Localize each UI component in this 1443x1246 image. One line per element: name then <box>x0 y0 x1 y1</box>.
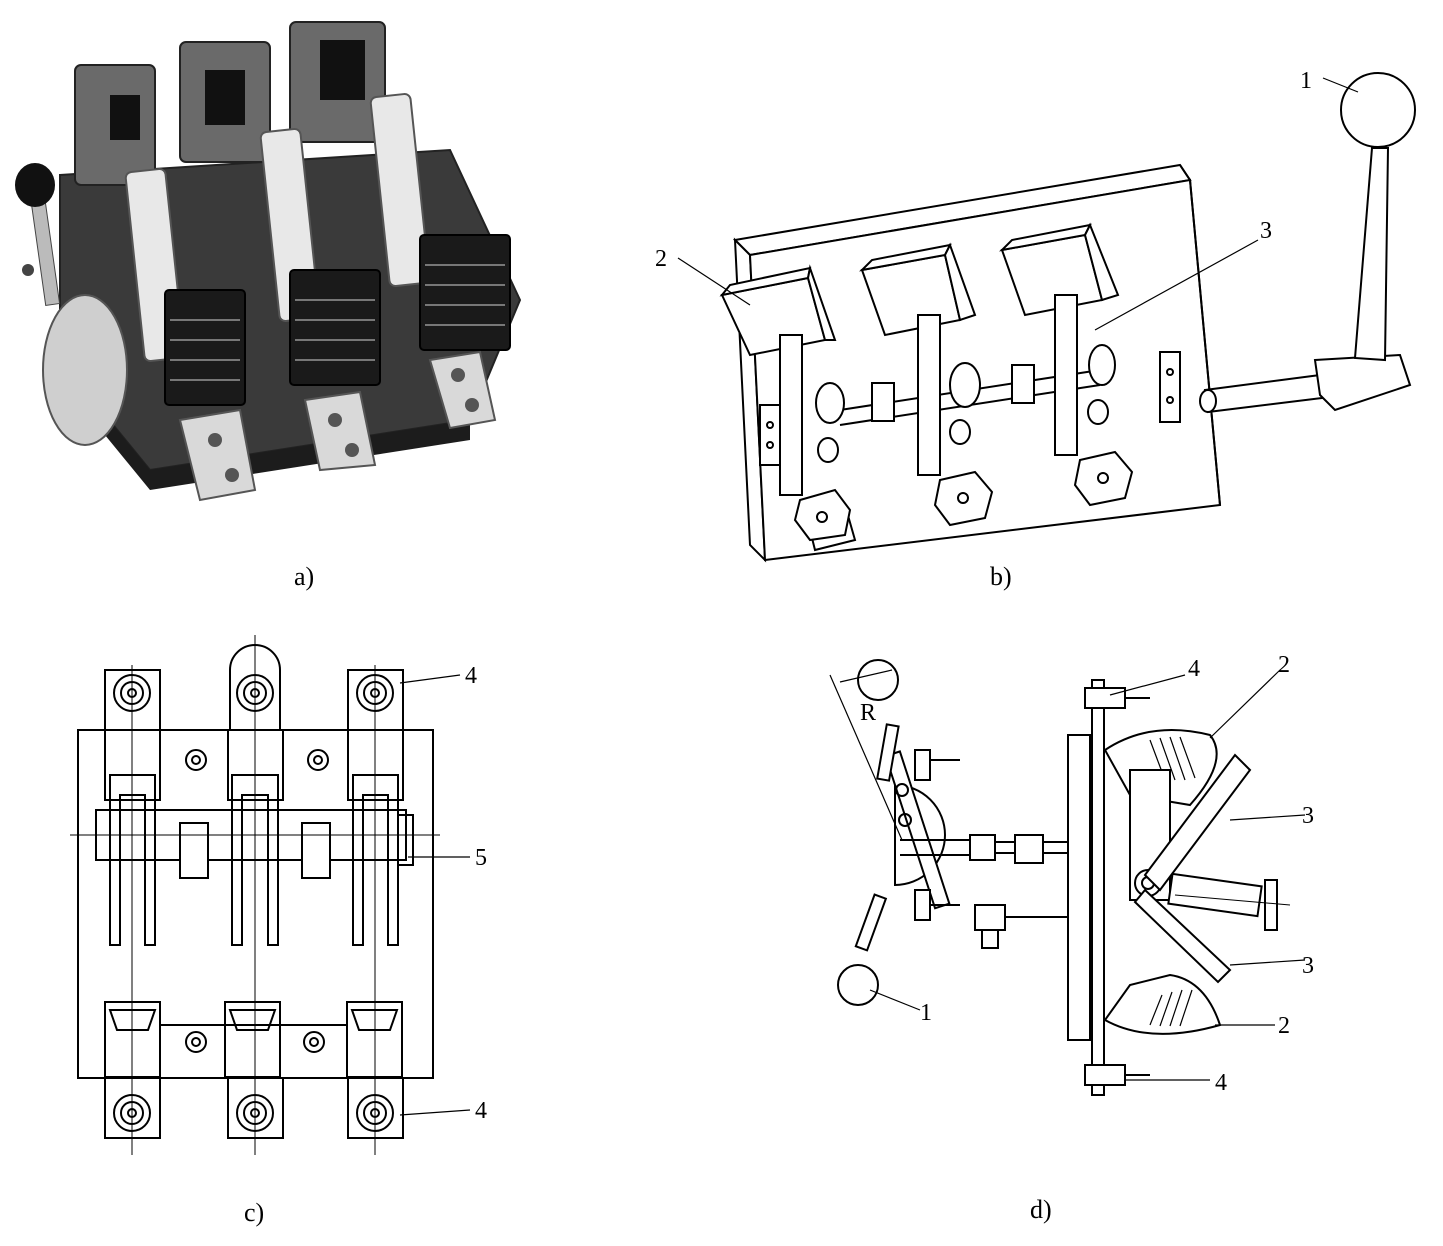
callout-4-top: 4 <box>465 663 477 689</box>
panel-a-photo <box>0 0 560 540</box>
pole-3 <box>999 222 1181 507</box>
panel-d-caption: d) <box>1030 1195 1052 1224</box>
callout-1: 1 <box>920 1000 932 1026</box>
knife-switch-isometric-drawing-icon: 1 2 3 <box>655 68 1416 563</box>
callout-3-bottom: 3 <box>1302 953 1314 979</box>
callout-R: R <box>860 700 876 726</box>
panel-c-caption: c) <box>244 1198 265 1227</box>
knife-switch-front-view-icon: 4 5 4 <box>70 635 487 1155</box>
callout-4-bottom: 4 <box>475 1098 487 1124</box>
pole-1 <box>719 264 857 552</box>
knife-switch-side-view-icon: R 4 2 3 3 2 4 1 <box>829 652 1314 1096</box>
knife-switch-photo-icon <box>15 21 522 502</box>
panel-b-caption: b) <box>990 562 1012 591</box>
callout-4-bottom: 4 <box>1215 1070 1227 1096</box>
callout-2: 2 <box>655 246 667 272</box>
panel-b-isometric: 1 2 3 <box>640 40 1440 570</box>
callout-2-top: 2 <box>1278 652 1290 678</box>
callout-3-top: 3 <box>1302 803 1314 829</box>
pole-2 <box>859 242 994 527</box>
panel-c-front-view: 4 5 4 <box>60 625 520 1165</box>
callout-2-bottom: 2 <box>1278 1013 1290 1039</box>
callout-4-top: 4 <box>1188 656 1200 682</box>
callout-3: 3 <box>1260 218 1272 244</box>
panel-d-side-view: R 4 2 3 3 2 4 1 <box>810 640 1330 1120</box>
callout-5: 5 <box>475 845 487 871</box>
callout-1: 1 <box>1300 68 1312 94</box>
panel-a-caption: a) <box>294 562 315 591</box>
